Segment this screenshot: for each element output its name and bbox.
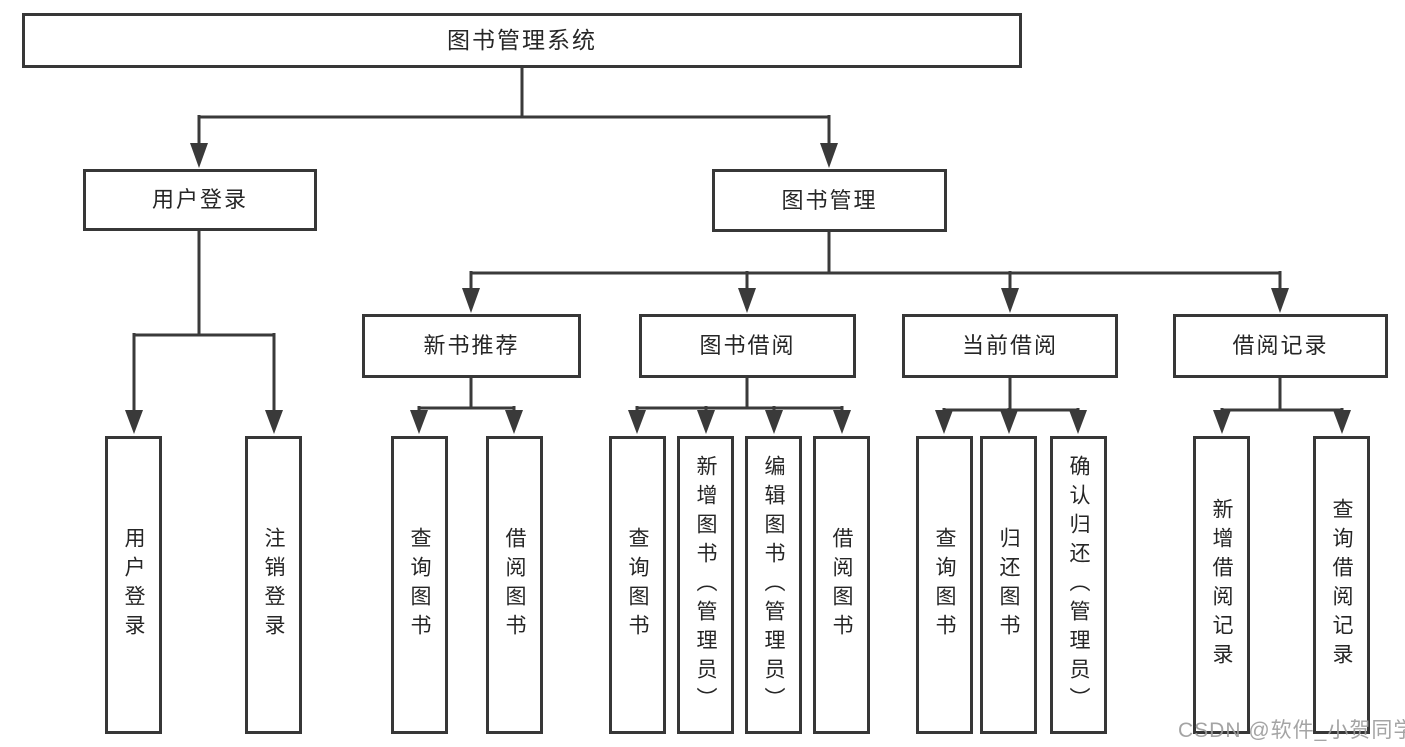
node-user-login-label: 用户登录: [151, 187, 248, 212]
node-borrow-records-label: 借阅记录: [1232, 333, 1329, 358]
node-user-login: 用户登录: [83, 169, 317, 231]
node-leaf-add-borrow-record: 新增借阅记录: [1193, 436, 1250, 734]
node-leaf-borrow-books-2-label: 借阅图书: [830, 527, 853, 643]
node-leaf-add-books-admin: 新增图书（管理员）: [677, 436, 734, 734]
node-leaf-query-books-2-label: 查询图书: [626, 527, 649, 643]
node-book-borrow: 图书借阅: [639, 314, 856, 378]
node-leaf-borrow-books-1: 借阅图书: [486, 436, 543, 734]
node-leaf-query-books-3: 查询图书: [916, 436, 973, 734]
node-current-borrow-label: 当前借阅: [961, 333, 1058, 358]
node-leaf-query-books-1: 查询图书: [391, 436, 448, 734]
node-new-book-recommend: 新书推荐: [362, 314, 581, 378]
node-leaf-add-books-admin-label: 新增图书（管理员）: [694, 454, 717, 716]
node-new-book-recommend-label: 新书推荐: [423, 333, 520, 358]
node-book-borrow-label: 图书借阅: [699, 333, 796, 358]
node-leaf-confirm-return-admin-label: 确认归还（管理员）: [1067, 454, 1090, 716]
node-root-label: 图书管理系统: [447, 27, 597, 53]
node-book-management-label: 图书管理: [781, 187, 878, 213]
node-book-management: 图书管理: [712, 169, 947, 232]
node-leaf-logout-label: 注销登录: [262, 527, 285, 643]
csdn-watermark: CSDN @软件_小贺同学: [1178, 719, 1405, 742]
node-leaf-query-books-1-label: 查询图书: [408, 527, 431, 643]
node-leaf-confirm-return-admin: 确认归还（管理员）: [1050, 436, 1107, 734]
node-leaf-user-login: 用户登录: [105, 436, 162, 734]
node-leaf-query-books-3-label: 查询图书: [933, 527, 956, 643]
node-leaf-return-books: 归还图书: [980, 436, 1037, 734]
node-leaf-edit-books-admin: 编辑图书（管理员）: [745, 436, 802, 734]
node-leaf-logout: 注销登录: [245, 436, 302, 734]
node-leaf-return-books-label: 归还图书: [997, 527, 1020, 643]
node-leaf-edit-books-admin-label: 编辑图书（管理员）: [762, 454, 785, 716]
node-leaf-query-borrow-record: 查询借阅记录: [1313, 436, 1370, 734]
node-leaf-query-borrow-record-label: 查询借阅记录: [1330, 498, 1353, 672]
node-leaf-query-books-2: 查询图书: [609, 436, 666, 734]
node-leaf-borrow-books-1-label: 借阅图书: [503, 527, 526, 643]
node-leaf-add-borrow-record-label: 新增借阅记录: [1210, 498, 1233, 672]
node-root: 图书管理系统: [22, 13, 1022, 68]
node-borrow-records: 借阅记录: [1173, 314, 1388, 378]
node-leaf-borrow-books-2: 借阅图书: [813, 436, 870, 734]
node-leaf-user-login-label: 用户登录: [122, 527, 145, 643]
node-current-borrow: 当前借阅: [902, 314, 1118, 378]
